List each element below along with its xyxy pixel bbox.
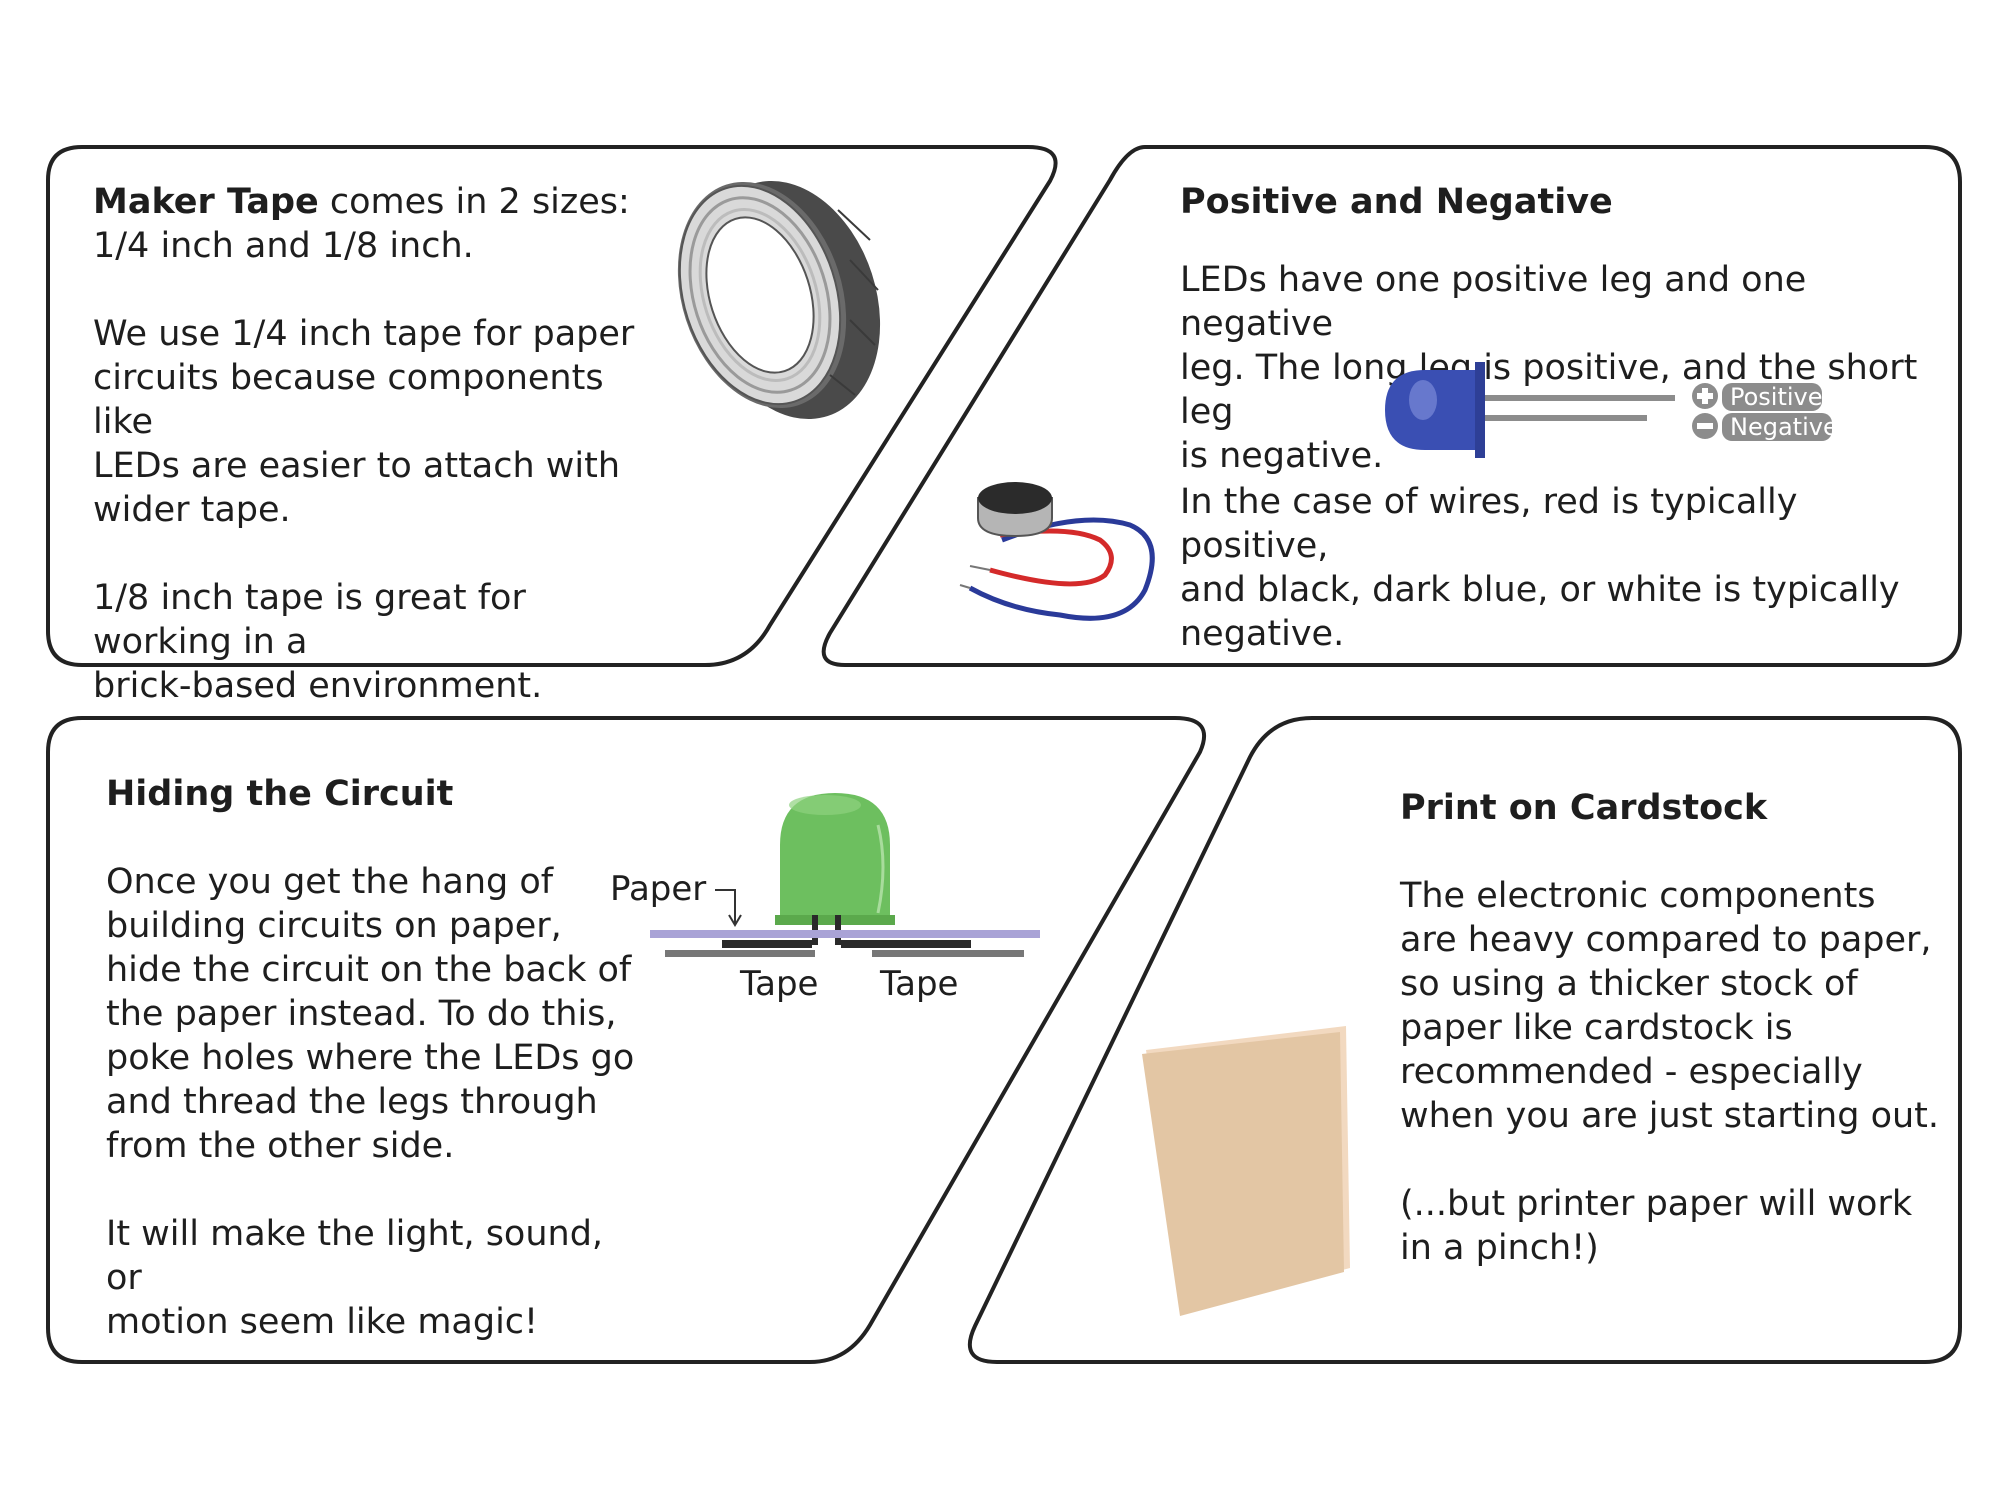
positive-negative-p1-line2: leg. The long leg is positive, and the s… bbox=[1180, 348, 1918, 432]
cardstock-p2-line2: in a pinch!) bbox=[1400, 1228, 1599, 1268]
minus-icon bbox=[1692, 413, 1718, 439]
hiding-circuit-p1-line6: and thread the legs through bbox=[106, 1082, 598, 1122]
maker-tape-sizes: 1/4 inch and 1/8 inch. bbox=[93, 226, 474, 266]
hiding-circuit-p1-line4: the paper instead. To do this, bbox=[106, 994, 617, 1034]
paper-label: Paper bbox=[610, 869, 706, 909]
hiding-circuit-p1-line7: from the other side. bbox=[106, 1126, 455, 1166]
cardstock-p1-line3: so using a thicker stock of bbox=[1400, 964, 1858, 1004]
tape-roll-icon bbox=[677, 180, 881, 420]
maker-tape-p2-line4: wider tape. bbox=[93, 490, 291, 530]
hiding-circuit-p1-line1: Once you get the hang of bbox=[106, 862, 554, 902]
cardstock-p1-line6: when you are just starting out. bbox=[1400, 1096, 1940, 1136]
positive-label: Positive bbox=[1730, 383, 1823, 411]
hiding-circuit-p1-line3: hide the circuit on the back of bbox=[106, 950, 632, 990]
positive-negative-p1-line3: is negative. bbox=[1180, 436, 1384, 476]
cardstock-text: The electronic components are heavy comp… bbox=[1400, 874, 1940, 1270]
positive-negative-p2-line2: and black, dark blue, or white is typica… bbox=[1180, 570, 1900, 610]
cardstock-sheet-icon bbox=[1142, 1026, 1350, 1316]
hiding-circuit-p2-line2: motion seem like magic! bbox=[106, 1302, 539, 1342]
maker-tape-p2-line1: We use 1/4 inch tape for paper bbox=[93, 314, 635, 354]
cardstock-p1-line5: recommended - especially bbox=[1400, 1052, 1863, 1092]
negative-label: Negative bbox=[1730, 413, 1838, 441]
hiding-circuit-text: Once you get the hang of building circui… bbox=[106, 860, 646, 1344]
hiding-circuit-p1-line2: building circuits on paper, bbox=[106, 906, 562, 946]
cardstock-p1-line4: paper like cardstock is bbox=[1400, 1008, 1793, 1048]
tape-left-label: Tape bbox=[739, 964, 818, 1004]
led-icon: Positive Negative bbox=[1385, 362, 1838, 458]
positive-negative-para2: In the case of wires, red is typically p… bbox=[1180, 480, 1940, 656]
cardstock-p2-line1: (...but printer paper will work bbox=[1400, 1184, 1913, 1224]
tape-left bbox=[665, 950, 815, 957]
maker-tape-p2-line2: circuits because components like bbox=[93, 358, 604, 442]
maker-tape-intro-rest: comes in 2 sizes: bbox=[318, 182, 630, 222]
cardstock-p1-line2: are heavy compared to paper, bbox=[1400, 920, 1932, 960]
positive-negative-p2-line3: negative. bbox=[1180, 614, 1345, 654]
maker-tape-p3-line2: brick-based environment. bbox=[93, 666, 543, 706]
panel-frame-cardstock bbox=[967, 716, 1962, 1364]
positive-negative-p2-line1: In the case of wires, red is typically p… bbox=[1180, 482, 1798, 566]
panel-frame-maker-tape bbox=[46, 145, 1058, 667]
hidden-circuit-diagram: Paper Tape Tape bbox=[610, 793, 1040, 1004]
plus-icon bbox=[1692, 383, 1718, 409]
hiding-circuit-p1-line5: poke holes where the LEDs go bbox=[106, 1038, 635, 1078]
hiding-circuit-heading: Hiding the Circuit bbox=[106, 774, 454, 814]
paper-layer bbox=[650, 930, 1040, 938]
maker-tape-p2-line3: LEDs are easier to attach with bbox=[93, 446, 621, 486]
positive-negative-p1-line1: LEDs have one positive leg and one negat… bbox=[1180, 260, 1807, 344]
maker-tape-intro: Maker Tape comes in 2 sizes: 1/4 inch an… bbox=[93, 180, 653, 708]
buzzer-motor-icon bbox=[959, 482, 1155, 621]
tape-right-label: Tape bbox=[879, 964, 958, 1004]
positive-negative-para1: LEDs have one positive leg and one negat… bbox=[1180, 258, 1940, 478]
hiding-circuit-p2-line1: It will make the light, sound, or bbox=[106, 1214, 604, 1298]
panel-frame-positive-negative bbox=[821, 145, 1962, 667]
positive-negative-heading: Positive and Negative bbox=[1180, 182, 1613, 222]
panel-frame-hiding-circuit bbox=[46, 716, 1206, 1364]
maker-tape-term: Maker Tape bbox=[93, 182, 319, 222]
cardstock-p1-line1: The electronic components bbox=[1400, 876, 1876, 916]
tape-right bbox=[872, 950, 1024, 957]
green-led-icon bbox=[775, 793, 895, 945]
cardstock-heading: Print on Cardstock bbox=[1400, 788, 1768, 828]
maker-tape-p3-line1: 1/8 inch tape is great for working in a bbox=[93, 578, 526, 662]
